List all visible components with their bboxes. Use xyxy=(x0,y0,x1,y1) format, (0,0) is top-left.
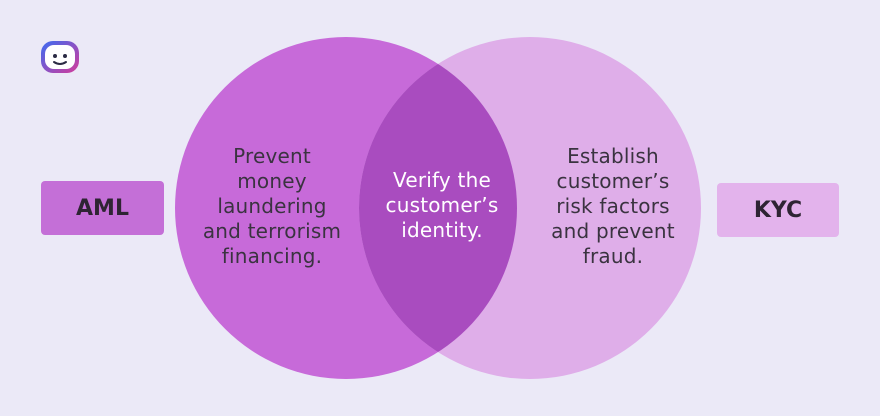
kyc-label: KYC xyxy=(717,183,839,237)
kyc-description: Establish customer’s risk factors and pr… xyxy=(551,144,675,268)
overlap-region xyxy=(359,37,517,379)
overlap-description: Verify the customer’s identity. xyxy=(385,168,499,242)
aml-label: AML xyxy=(41,181,164,235)
robot-face-icon xyxy=(41,41,79,73)
aml-description: Prevent money laundering and terrorism f… xyxy=(202,144,342,268)
